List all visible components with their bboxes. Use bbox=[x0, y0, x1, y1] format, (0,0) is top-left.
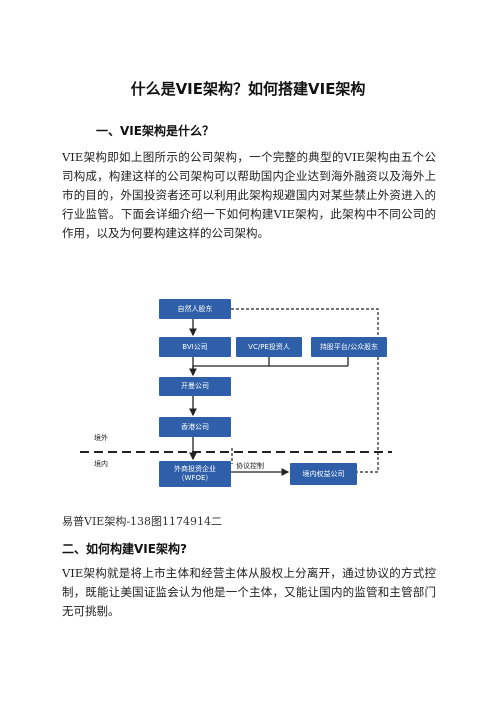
label-onshore: 境内 bbox=[94, 460, 108, 468]
box-domestic: 境内权益公司 bbox=[290, 463, 357, 485]
figure-caption: 易普VIE架构-138图1174914二 bbox=[62, 515, 223, 528]
section2-heading: 二、如何构建VIE架构? bbox=[62, 542, 187, 556]
box-platform: 持股平台/公众股东 bbox=[311, 337, 387, 357]
box-bvi: BVI公司 bbox=[159, 337, 231, 357]
box-natural-person: 自然人股东 bbox=[159, 299, 231, 319]
box-cayman: 开曼公司 bbox=[159, 377, 231, 396]
label-offshore: 境外 bbox=[94, 434, 108, 442]
box-vcpe: VC/PE投资人 bbox=[236, 337, 302, 357]
wfoe-label-line2: （WFOE） bbox=[177, 474, 213, 482]
box-hongkong: 香港公司 bbox=[159, 417, 231, 437]
section1-heading: 一、VIE架构是什么？ bbox=[96, 124, 214, 138]
dashed-person-to-domestic bbox=[231, 308, 379, 473]
wfoe-label-line1: 外商投资企业 bbox=[174, 465, 216, 473]
label-agreement-control: 协议控制 bbox=[236, 462, 264, 470]
section2-paragraph: VIE架构就是将上市主体和经营主体从股权上分离开，通过协议的方式控制，既能让美国… bbox=[62, 566, 436, 618]
section1-paragraph: VIE架构即如上图所示的公司架构，一个完整的典型的VIE架构由五个公司构成，构建… bbox=[62, 150, 436, 240]
page-title: 什么是VIE架构？如何搭建VIE架构 bbox=[130, 80, 366, 98]
box-wfoe: 外商投资企业 （WFOE） bbox=[159, 461, 231, 487]
